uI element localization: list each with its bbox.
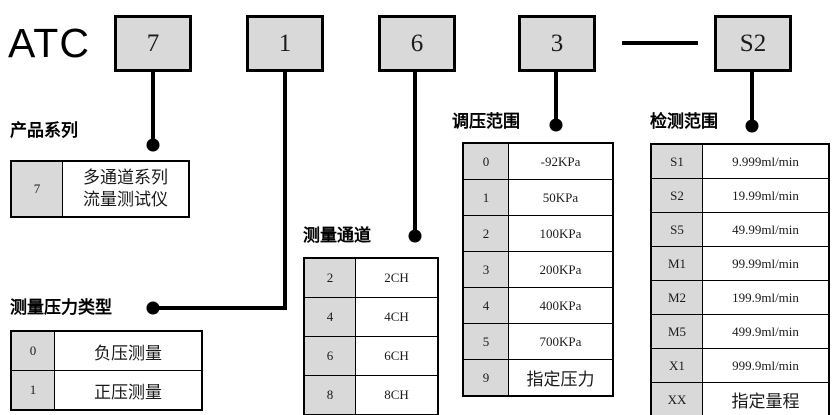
- caption-product-series: 产品系列: [10, 121, 78, 140]
- code-box-pressure-type[interactable]: 1: [246, 15, 324, 72]
- option-code: 5: [462, 323, 509, 360]
- option-code: S5: [650, 212, 703, 247]
- code-box-measuring-channel[interactable]: 6: [378, 15, 456, 72]
- option-description: 999.9ml/min: [702, 348, 830, 383]
- code-box-pressure-range[interactable]: 3: [518, 15, 596, 72]
- option-code: 8: [303, 375, 356, 415]
- option-description: 499.9ml/min: [702, 314, 830, 349]
- option-description: 19.99ml/min: [702, 178, 830, 213]
- option-description: 8CH: [355, 375, 439, 415]
- option-description: 700KPa: [508, 323, 614, 360]
- option-code: 1: [462, 179, 509, 216]
- option-code: X1: [650, 348, 703, 383]
- option-description: 9.999ml/min: [702, 143, 830, 179]
- option-code: 4: [303, 297, 356, 337]
- option-description: 6CH: [355, 336, 439, 376]
- caption-pressure-type: 测量压力类型: [10, 298, 112, 317]
- caption-detection-range: 检测范围: [650, 112, 718, 131]
- option-description: -92KPa: [508, 142, 614, 180]
- separator-dash: [622, 41, 698, 45]
- option-code: 0: [462, 142, 509, 180]
- option-code: M1: [650, 246, 703, 281]
- leader-dot-detection-range: [745, 119, 759, 133]
- caption-measuring-channel: 测量通道: [303, 226, 371, 245]
- option-code: 2: [303, 257, 356, 298]
- option-description: 指定压力: [508, 359, 614, 397]
- option-code: 3: [462, 251, 509, 288]
- option-code: 2: [462, 215, 509, 252]
- option-code: 7: [10, 160, 63, 218]
- option-description: 100KPa: [508, 215, 614, 252]
- caption-pressure-range: 调压范围: [452, 112, 520, 131]
- leader-dot-measuring-channel: [408, 229, 422, 243]
- option-description: 400KPa: [508, 287, 614, 324]
- leader-dot-pressure-type: [146, 301, 160, 315]
- code-box-product-series[interactable]: 7: [114, 15, 192, 72]
- code-box-detection-range[interactable]: S2: [714, 15, 792, 72]
- option-code: 9: [462, 359, 509, 397]
- table-row: 0-92KPa: [462, 142, 614, 180]
- brand-label: ATC: [8, 20, 90, 66]
- option-code: XX: [650, 382, 703, 415]
- option-code: M2: [650, 280, 703, 315]
- option-description: 负压测量: [54, 330, 203, 371]
- option-description: 50KPa: [508, 179, 614, 216]
- option-code: 1: [10, 370, 55, 411]
- leader-dot-pressure-range: [549, 118, 563, 132]
- option-description: 正压测量: [54, 370, 203, 411]
- option-description: 200KPa: [508, 251, 614, 288]
- option-code: 0: [10, 330, 55, 371]
- option-code: 6: [303, 336, 356, 376]
- option-code: M5: [650, 314, 703, 349]
- option-description: 199.9ml/min: [702, 280, 830, 315]
- option-description: 49.99ml/min: [702, 212, 830, 247]
- option-description: 多通道系列流量测试仪: [62, 160, 190, 218]
- option-description: 2CH: [355, 257, 439, 298]
- option-description: 指定量程: [702, 382, 830, 415]
- option-description: 4CH: [355, 297, 439, 337]
- option-code: S1: [650, 143, 703, 179]
- option-code: S2: [650, 178, 703, 213]
- option-code: 4: [462, 287, 509, 324]
- option-description: 99.99ml/min: [702, 246, 830, 281]
- leader-dot-product-series: [146, 138, 160, 152]
